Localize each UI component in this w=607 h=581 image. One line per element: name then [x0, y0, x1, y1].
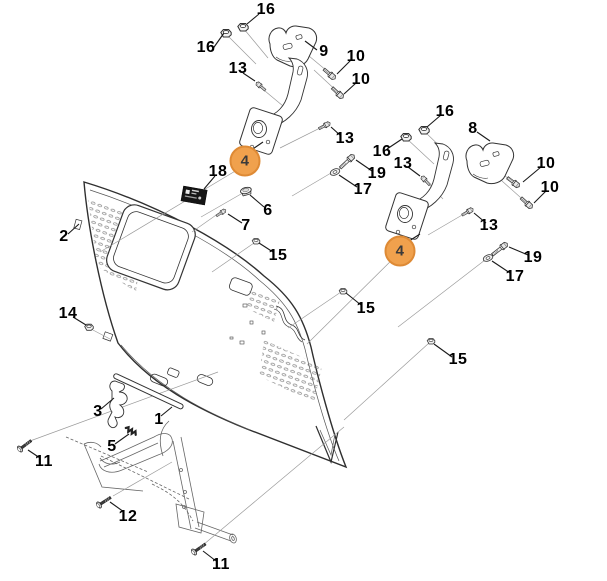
part-label-16[interactable]: 16: [372, 143, 392, 160]
part-label-13[interactable]: 13: [335, 130, 355, 147]
fasteners: [15, 23, 535, 557]
part-label-1[interactable]: 1: [154, 411, 164, 428]
part-label-6[interactable]: 6: [263, 202, 273, 219]
part-label-16[interactable]: 16: [256, 1, 276, 18]
part-label-10[interactable]: 10: [351, 71, 371, 88]
rear-panel-part: [73, 181, 348, 469]
part-label-18[interactable]: 18: [208, 163, 228, 180]
part-label-10[interactable]: 10: [536, 155, 556, 172]
part-label-16[interactable]: 16: [196, 39, 216, 56]
part-label-8[interactable]: 8: [468, 120, 478, 137]
part-label-13[interactable]: 13: [393, 155, 413, 172]
part-label-17[interactable]: 17: [353, 181, 373, 198]
part-label-12[interactable]: 12: [118, 508, 138, 525]
rod-part: [113, 373, 184, 410]
part-label-17[interactable]: 17: [505, 268, 525, 285]
part-label-19[interactable]: 19: [367, 165, 387, 182]
cap-nut-icon: [240, 186, 252, 197]
part-label-4-selected[interactable]: 4: [229, 145, 261, 177]
information-label-part: [180, 185, 208, 206]
assembly-axis-lines: [29, 28, 530, 546]
part-label-10[interactable]: 10: [346, 48, 366, 65]
part-label-15[interactable]: 15: [448, 351, 468, 368]
part-label-15[interactable]: 15: [356, 300, 376, 317]
leader-lines: [27, 13, 547, 562]
part-label-3[interactable]: 3: [93, 403, 103, 420]
frame-reference: [65, 420, 237, 544]
part-label-13[interactable]: 13: [228, 60, 248, 77]
part-label-16[interactable]: 16: [435, 103, 455, 120]
part-label-11[interactable]: 11: [212, 556, 230, 573]
latch-bracket-part: [107, 380, 128, 429]
spring-pin-icon: [124, 425, 137, 436]
part-label-15[interactable]: 15: [268, 247, 288, 264]
perforation-field-right: [259, 340, 322, 403]
part-label-11[interactable]: 11: [35, 453, 53, 470]
part-label-2[interactable]: 2: [59, 228, 69, 245]
part-label-7[interactable]: 7: [241, 217, 251, 234]
part-label-4-selected[interactable]: 4: [384, 235, 416, 267]
part-label-19[interactable]: 19: [523, 249, 543, 266]
part-label-10[interactable]: 10: [540, 179, 560, 196]
part-label-5[interactable]: 5: [107, 438, 117, 455]
part-label-9[interactable]: 9: [319, 43, 329, 60]
part-label-14[interactable]: 14: [58, 305, 78, 322]
part-label-13[interactable]: 13: [479, 217, 499, 234]
perforation-field-middle: [246, 288, 280, 322]
